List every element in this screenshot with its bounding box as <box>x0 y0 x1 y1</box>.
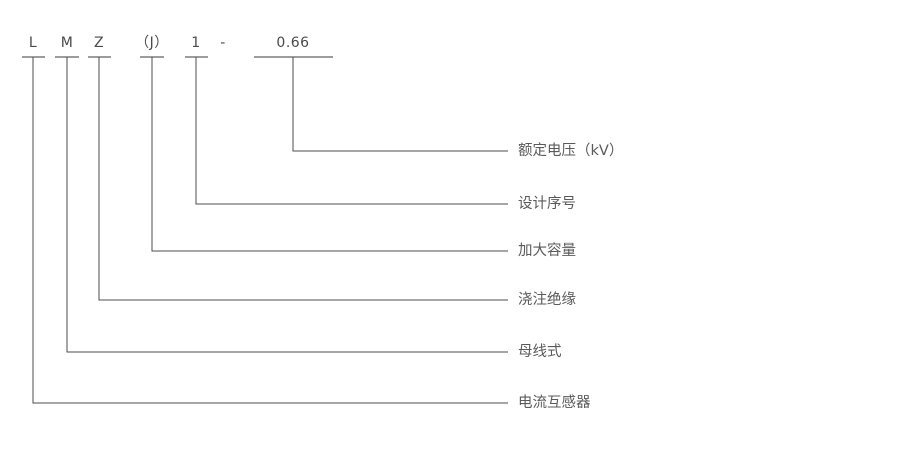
code-char-066: 0.66 <box>276 35 309 51</box>
segment-j: （J） 加大容量 <box>135 35 576 259</box>
leader-line-j <box>151 57 508 252</box>
leader-line-l <box>32 57 508 404</box>
segment-1: 1 设计序号 <box>185 35 576 212</box>
leader-line-m <box>66 57 508 353</box>
leader-line-1 <box>195 57 508 205</box>
leader-line-z <box>98 57 508 301</box>
segment-m: M 母线式 <box>55 35 562 360</box>
segment-l: L 电流互感器 <box>22 35 591 411</box>
leader-line-066 <box>292 57 508 152</box>
code-char-z: Z <box>94 35 104 51</box>
label-m: 母线式 <box>518 343 562 360</box>
label-j: 加大容量 <box>518 242 576 259</box>
label-1: 设计序号 <box>518 195 576 212</box>
code-char-j: （J） <box>135 35 169 51</box>
label-z: 浇注绝缘 <box>518 291 576 308</box>
segment-066: 0.66 额定电压（kV） <box>254 35 623 159</box>
segment-z: Z 浇注绝缘 <box>88 35 576 308</box>
label-066: 额定电压（kV） <box>518 142 623 159</box>
code-char-l: L <box>29 35 37 51</box>
code-char-m: M <box>61 35 74 51</box>
code-char-1: 1 <box>191 35 200 51</box>
code-separator-dash: - <box>220 35 226 51</box>
label-l: 电流互感器 <box>518 394 591 411</box>
